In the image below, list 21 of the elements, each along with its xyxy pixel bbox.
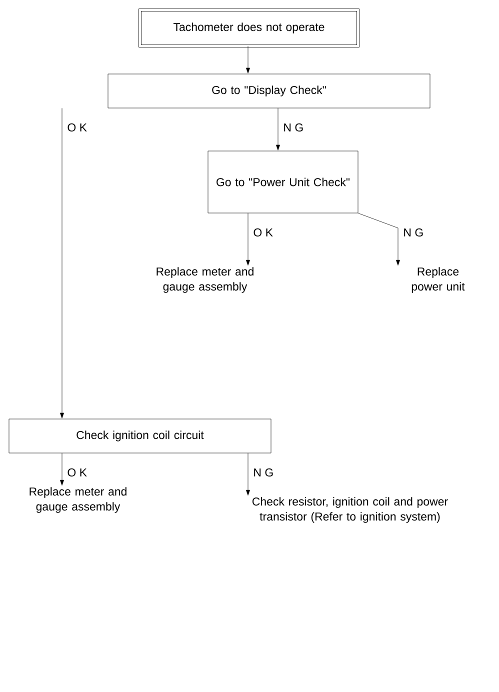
process-box: Check ignition coil circuit xyxy=(8,418,272,454)
result-text: Replace power unit xyxy=(412,267,465,293)
start-box: Tachometer does not operate xyxy=(138,8,360,48)
arrow xyxy=(276,108,280,150)
arrow xyxy=(60,108,64,418)
result-text: Replace meter and gauge assembly xyxy=(156,267,254,293)
arrow xyxy=(358,213,400,266)
edge-label: O K xyxy=(66,122,88,133)
arrow xyxy=(246,46,250,74)
arrow xyxy=(60,453,64,486)
result-text: Check resistor, ignition coil and power transistor (Refer to ignition system) xyxy=(252,497,448,523)
edge-label: N G xyxy=(402,227,425,238)
result-text: Replace meter and gauge assembly xyxy=(30,487,126,513)
edge-label: N G xyxy=(252,467,275,478)
arrow xyxy=(246,213,250,266)
edge-label: O K xyxy=(66,467,88,478)
edge-label: O K xyxy=(252,227,274,238)
process-box: Go to "Display Check" xyxy=(108,74,430,108)
edge-label: N G xyxy=(282,122,305,133)
arrow xyxy=(246,453,250,496)
process-box: Go to "Power Unit Check" xyxy=(208,150,358,214)
